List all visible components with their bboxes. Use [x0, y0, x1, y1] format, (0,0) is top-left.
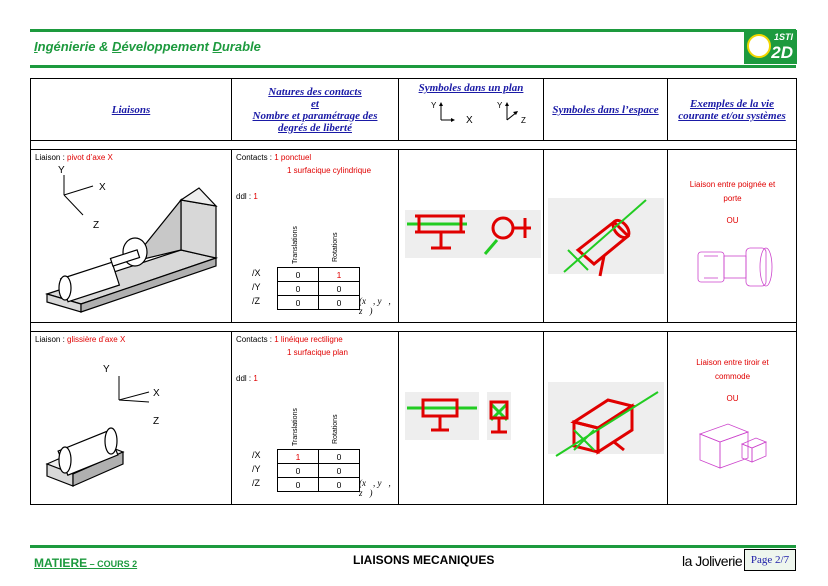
cell-natures-glissiere: Contacts : 1 linéique rectiligne 1 surfa…	[231, 331, 399, 505]
col-translations: Translations	[292, 408, 299, 446]
slide-part-illustration: Y X Z	[45, 364, 160, 487]
svg-text:Y: Y	[497, 101, 503, 110]
cell-symbole-espace-pivot	[543, 149, 668, 323]
slide-space-symbol	[548, 382, 664, 457]
page-number: Page 2/7	[744, 549, 796, 571]
svg-text:Y: Y	[58, 165, 65, 176]
dof-axis: /Z	[252, 296, 260, 306]
header-liaisons: Liaisons	[30, 78, 232, 141]
globe-icon	[747, 34, 771, 58]
liaison-title: Liaison : glissière d’axe X	[35, 335, 126, 344]
dof-axis: /X	[252, 268, 261, 278]
cell-liaison-pivot: Liaison : pivot d’axe X Y X Z	[30, 149, 232, 323]
title-initial-d: D	[112, 39, 122, 54]
dof-axis: /Z	[252, 478, 260, 488]
pivot-space-symbol	[548, 198, 664, 277]
svg-text:X: X	[153, 388, 160, 399]
contact-2: 1 surfacique cylindrique	[287, 166, 372, 175]
title-part: ngénierie &	[37, 39, 113, 54]
header-title: Ingénierie & Développement Durable	[34, 39, 261, 54]
svg-text:Y: Y	[103, 364, 110, 375]
cell-symbole-plan-glissiere	[398, 331, 544, 505]
svg-text:Y: Y	[431, 101, 437, 110]
basis-notation: (x⃗, y⃗, z⃗)	[359, 478, 391, 498]
contacts-line: Contacts : 1 linéique rectiligne	[236, 335, 343, 344]
sti2d-logo: 1STI 2D	[744, 30, 797, 64]
svg-text:X: X	[466, 115, 473, 124]
badge-bottom-text: 2D	[771, 43, 793, 62]
header-top-line	[30, 29, 796, 32]
footer-matiere: MATIERE	[34, 556, 88, 570]
footer-cours: – COURS 2	[87, 559, 138, 569]
title-part: éveloppement	[121, 39, 213, 54]
pivot-part-illustration: Y X Z	[44, 165, 219, 313]
pivot-plane-symbol	[405, 210, 541, 258]
cell-symbole-plan-pivot	[398, 149, 544, 323]
svg-text:Z: Z	[153, 416, 159, 427]
svg-text:X: X	[99, 182, 106, 193]
cell-natures-pivot: Contacts : 1 ponctuel 1 surfacique cylin…	[231, 149, 399, 323]
ddl-line: ddl : 1	[236, 192, 258, 201]
header-symboles-plan: Symboles dans un plan Y X Y Z	[398, 78, 544, 141]
row-separator	[30, 140, 797, 150]
slide-plane-symbol	[405, 392, 511, 440]
liaison-title: Liaison : pivot d’axe X	[35, 153, 113, 162]
plan-axes-icon: Y X Y Z	[431, 101, 526, 124]
table-row-pivot: Liaison : pivot d’axe X Y X Z	[30, 149, 797, 323]
cell-liaison-glissiere: Liaison : glissière d’axe X Y X Z	[30, 331, 232, 505]
col-translations: Translations	[292, 226, 299, 264]
ddl-line: ddl : 1	[236, 374, 258, 383]
title-initial-d2: D	[212, 39, 222, 54]
dof-axis: /Y	[252, 282, 261, 292]
contact-2: 1 surfacique plan	[287, 348, 348, 357]
contacts-line: Contacts : 1 ponctuel	[236, 153, 312, 162]
title-initial-i: I	[34, 39, 38, 54]
col-rotations: Rotations	[332, 232, 339, 262]
svg-text:Z: Z	[93, 220, 99, 231]
footer-title: LIAISONS MECANIQUES	[353, 553, 495, 567]
drawer-illustration	[698, 423, 768, 469]
cell-symbole-espace-glissiere	[543, 331, 668, 505]
basis-notation: (x⃗, y⃗, z⃗)	[359, 296, 391, 316]
footer-course: MATIERE – COURS 2	[34, 556, 137, 570]
header-symboles-espace: Symboles dans l’espace	[543, 78, 668, 141]
svg-text:Z: Z	[521, 116, 526, 124]
dof-axis: /Y	[252, 464, 261, 474]
handle-illustration	[697, 247, 773, 287]
badge-top-text: 1STI	[773, 32, 793, 42]
table-row-glissiere: Liaison : glissière d’axe X Y X Z	[30, 331, 797, 505]
col-rotations: Rotations	[332, 414, 339, 444]
footer-line	[30, 545, 796, 548]
joliverie-logo: la Joliverie	[682, 553, 743, 569]
title-part: urable	[221, 39, 261, 54]
row-separator	[30, 322, 797, 332]
dof-axis: /X	[252, 450, 261, 460]
header-bottom-line	[30, 65, 796, 68]
